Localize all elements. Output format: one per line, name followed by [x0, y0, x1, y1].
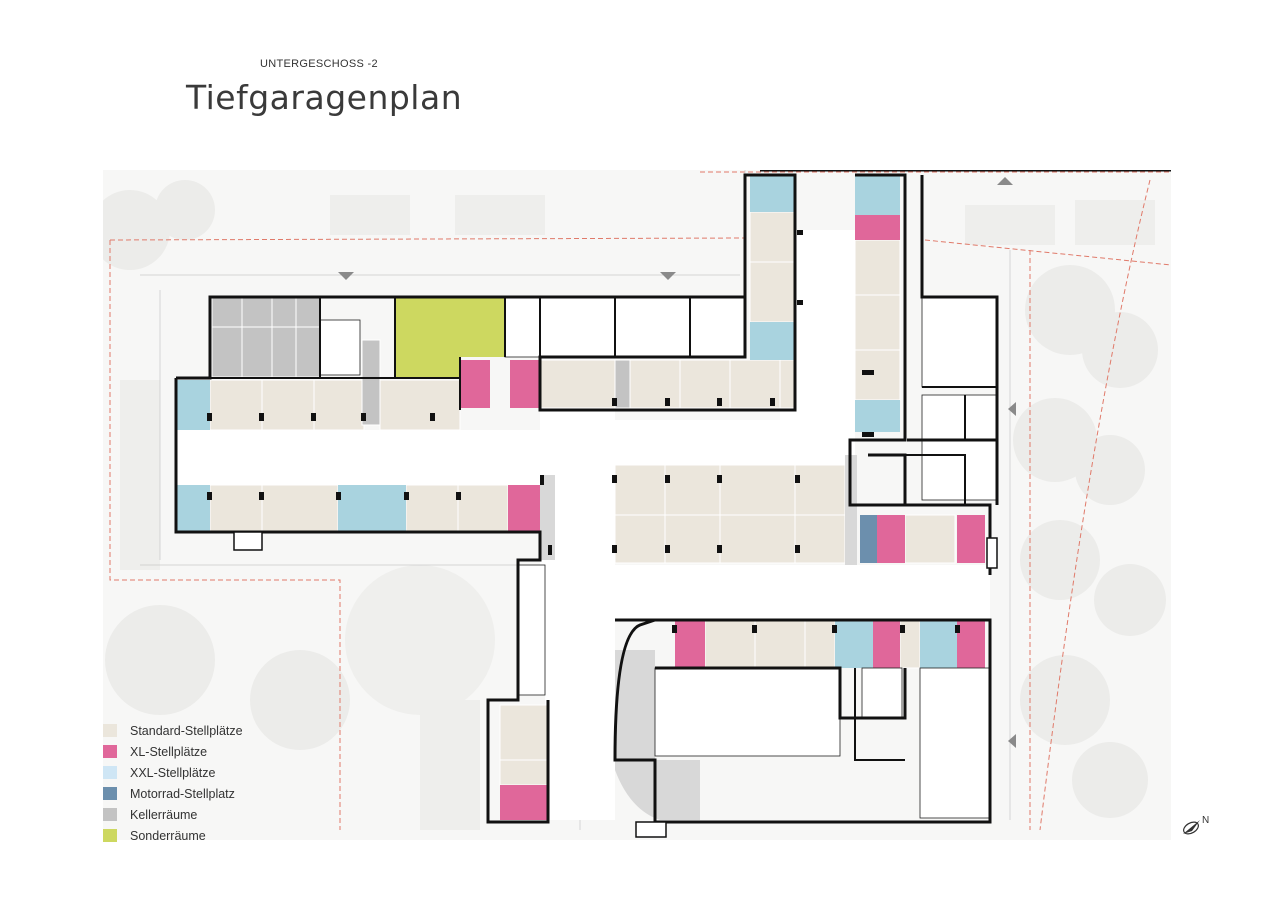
legend-item-xl: XL-Stellplätze	[103, 741, 243, 762]
motorrad-parking	[860, 515, 877, 563]
entrance-stubs	[233, 531, 998, 838]
legend-swatch-motorrad	[103, 787, 117, 800]
floor-plan-drawing	[103, 170, 1171, 838]
north-arrow-icon: N	[1180, 812, 1216, 843]
section-markers	[338, 177, 1016, 748]
legend-item-xxl: XXL-Stellplätze	[103, 762, 243, 783]
legend-item-keller: Kellerräume	[103, 804, 243, 825]
inner-walls	[210, 297, 997, 761]
legend-label: Kellerräume	[130, 807, 198, 822]
property-lines	[109, 171, 1171, 831]
legend-swatch-sonder	[103, 829, 117, 842]
legend: Standard-Stellplätze XL-Stellplätze XXL-…	[103, 720, 243, 846]
legend-label: XXL-Stellplätze	[130, 765, 216, 780]
floor-plan	[103, 170, 1171, 840]
special-rooms	[395, 297, 505, 377]
page-title: Tiefgaragenplan	[186, 78, 463, 117]
xxl-parking	[176, 175, 957, 668]
legend-item-standard: Standard-Stellplätze	[103, 720, 243, 741]
legend-swatch-xl	[103, 745, 117, 758]
legend-label: Motorrad-Stellplatz	[130, 786, 235, 801]
outer-walls	[174, 170, 1171, 824]
legend-item-motorrad: Motorrad-Stellplatz	[103, 783, 243, 804]
pillars	[207, 230, 960, 633]
legend-label: Sonderräume	[130, 828, 206, 843]
legend-label: Standard-Stellplätze	[130, 723, 243, 738]
legend-swatch-standard	[103, 724, 117, 737]
standard-parking	[209, 211, 956, 786]
storage-rooms	[211, 296, 631, 426]
xl-parking	[460, 215, 985, 820]
floor-subtitle: UNTERGESCHOSS -2	[260, 58, 378, 70]
legend-label: XL-Stellplätze	[130, 744, 208, 759]
legend-item-sonder: Sonderräume	[103, 825, 243, 846]
north-label: N	[1202, 815, 1209, 826]
ramps	[540, 455, 857, 820]
service-rooms	[319, 296, 998, 819]
site-context	[103, 180, 1166, 830]
legend-swatch-xxl	[103, 766, 117, 779]
legend-swatch-keller	[103, 808, 117, 821]
drive-aisles	[176, 230, 990, 820]
